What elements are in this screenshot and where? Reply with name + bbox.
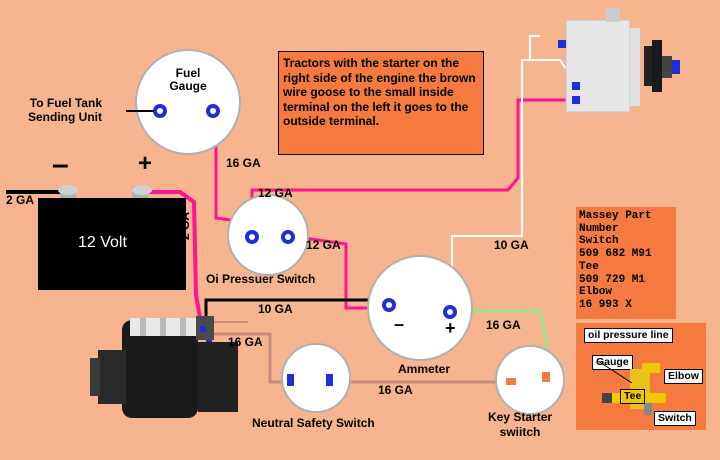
wire-ammeter-to-alternator [451,59,575,300]
starter-motor [90,316,238,418]
gauge-connector-shape [602,393,612,403]
neutral-switch-label: Neutral Safety Switch [252,416,375,430]
fuel-gauge-title-line2: Gauge [169,79,207,93]
wire-starter-to-neutral-switch [212,332,292,384]
alternator [558,8,680,113]
neutral-safety-switch [281,343,351,413]
fuel-gauge-title-line1: Fuel [175,66,201,80]
key-switch-label-line2: swiitch [499,425,541,439]
ammeter-negative-sign: – [394,314,405,334]
part-line: Switch [579,235,619,248]
battery-label: 12 Volt [78,234,127,251]
battery-positive-terminal [132,185,152,195]
neutral-switch-terminal-right [326,374,333,386]
part-line: Massey Part [579,210,652,222]
wire-alternator-field [529,35,540,60]
part-line: Number [579,222,619,235]
key-switch-terminal-right [542,372,550,382]
wire-gauge-fuel: 16 GA [226,156,261,170]
wire-oil-switch-to-ammeter [289,234,380,310]
wire-oil-switch-to-alternator [250,98,572,222]
part-line: 509 682 M91 [579,248,652,261]
ammeter-positive-sign: + [445,318,456,338]
wire-gauge-battery-ground: 2 GA [6,193,35,207]
wire-gauge-key: 16 GA [486,318,521,332]
wire-battery-positive-to-starter [146,190,202,319]
oil-line-switch-tag: Switch [654,411,696,426]
wire-gauge-neutral: 16 GA [378,383,413,397]
wire-ammeter-to-starter [204,298,382,318]
oil-pressure-switch [227,194,309,276]
fuel-tank-label: To Fuel Tank Sending Unit [28,96,102,124]
oil-line-title: oil pressure line [584,328,673,343]
oil-line-fittings [597,360,666,415]
oil-switch-label: Oi Pressuer Switch [206,272,316,286]
alternator-terminal-lamp [572,96,580,104]
wire-gauge-oil-right: 12 GA [306,238,341,252]
wire-gauge-battery-positive: 2 GA [178,211,192,240]
battery [38,185,186,290]
fuel-gauge-title: Fuel Gauge [168,67,208,93]
starter-terminal-main [200,326,206,332]
oil-line-elbow-tag: Elbow [664,369,703,384]
oil-line-tee-tag: Tee [620,389,646,404]
oil-pressure-line-panel: oil pressure line Gauge Elbow Switch Tee [576,323,706,430]
wire-gauge-alternator: 10 GA [494,238,529,252]
ammeter-label: Ammeter [398,362,451,376]
neutral-switch-terminal-left [287,374,294,386]
note-box: Tractors with the starter on the right s… [278,51,484,155]
wire-gauge-oil-top: 12 GA [258,186,293,200]
key-switch-label-line1: Key Starter [488,410,553,424]
part-line: 16 993 X [579,298,632,311]
battery-negative-sign: – [52,148,69,181]
fuel-gauge [135,49,241,155]
elbow-fitting-shape [642,363,660,373]
part-line: Tee [579,260,599,273]
alternator-terminal-armature [572,82,580,90]
key-starter-switch [495,345,565,415]
key-switch-label: Key Starter swiitch [488,410,552,440]
fuel-tank-label-line1: To Fuel Tank [29,96,102,110]
fuel-tank-label-line2: Sending Unit [28,110,102,124]
wire-gauge-ammeter: 10 GA [258,302,293,316]
part-line: Elbow [579,286,613,299]
battery-positive-sign: + [138,150,153,177]
battery-negative-terminal [58,185,78,195]
gauge-pointer [597,360,633,384]
alternator-terminal-field [558,40,566,48]
ammeter [367,255,473,361]
wire-gauge-starter: 16 GA [228,335,263,349]
key-switch-terminal-left [506,378,516,385]
switch-fitting-shape [644,403,652,415]
part-line: 509 729 M1 [579,273,646,286]
